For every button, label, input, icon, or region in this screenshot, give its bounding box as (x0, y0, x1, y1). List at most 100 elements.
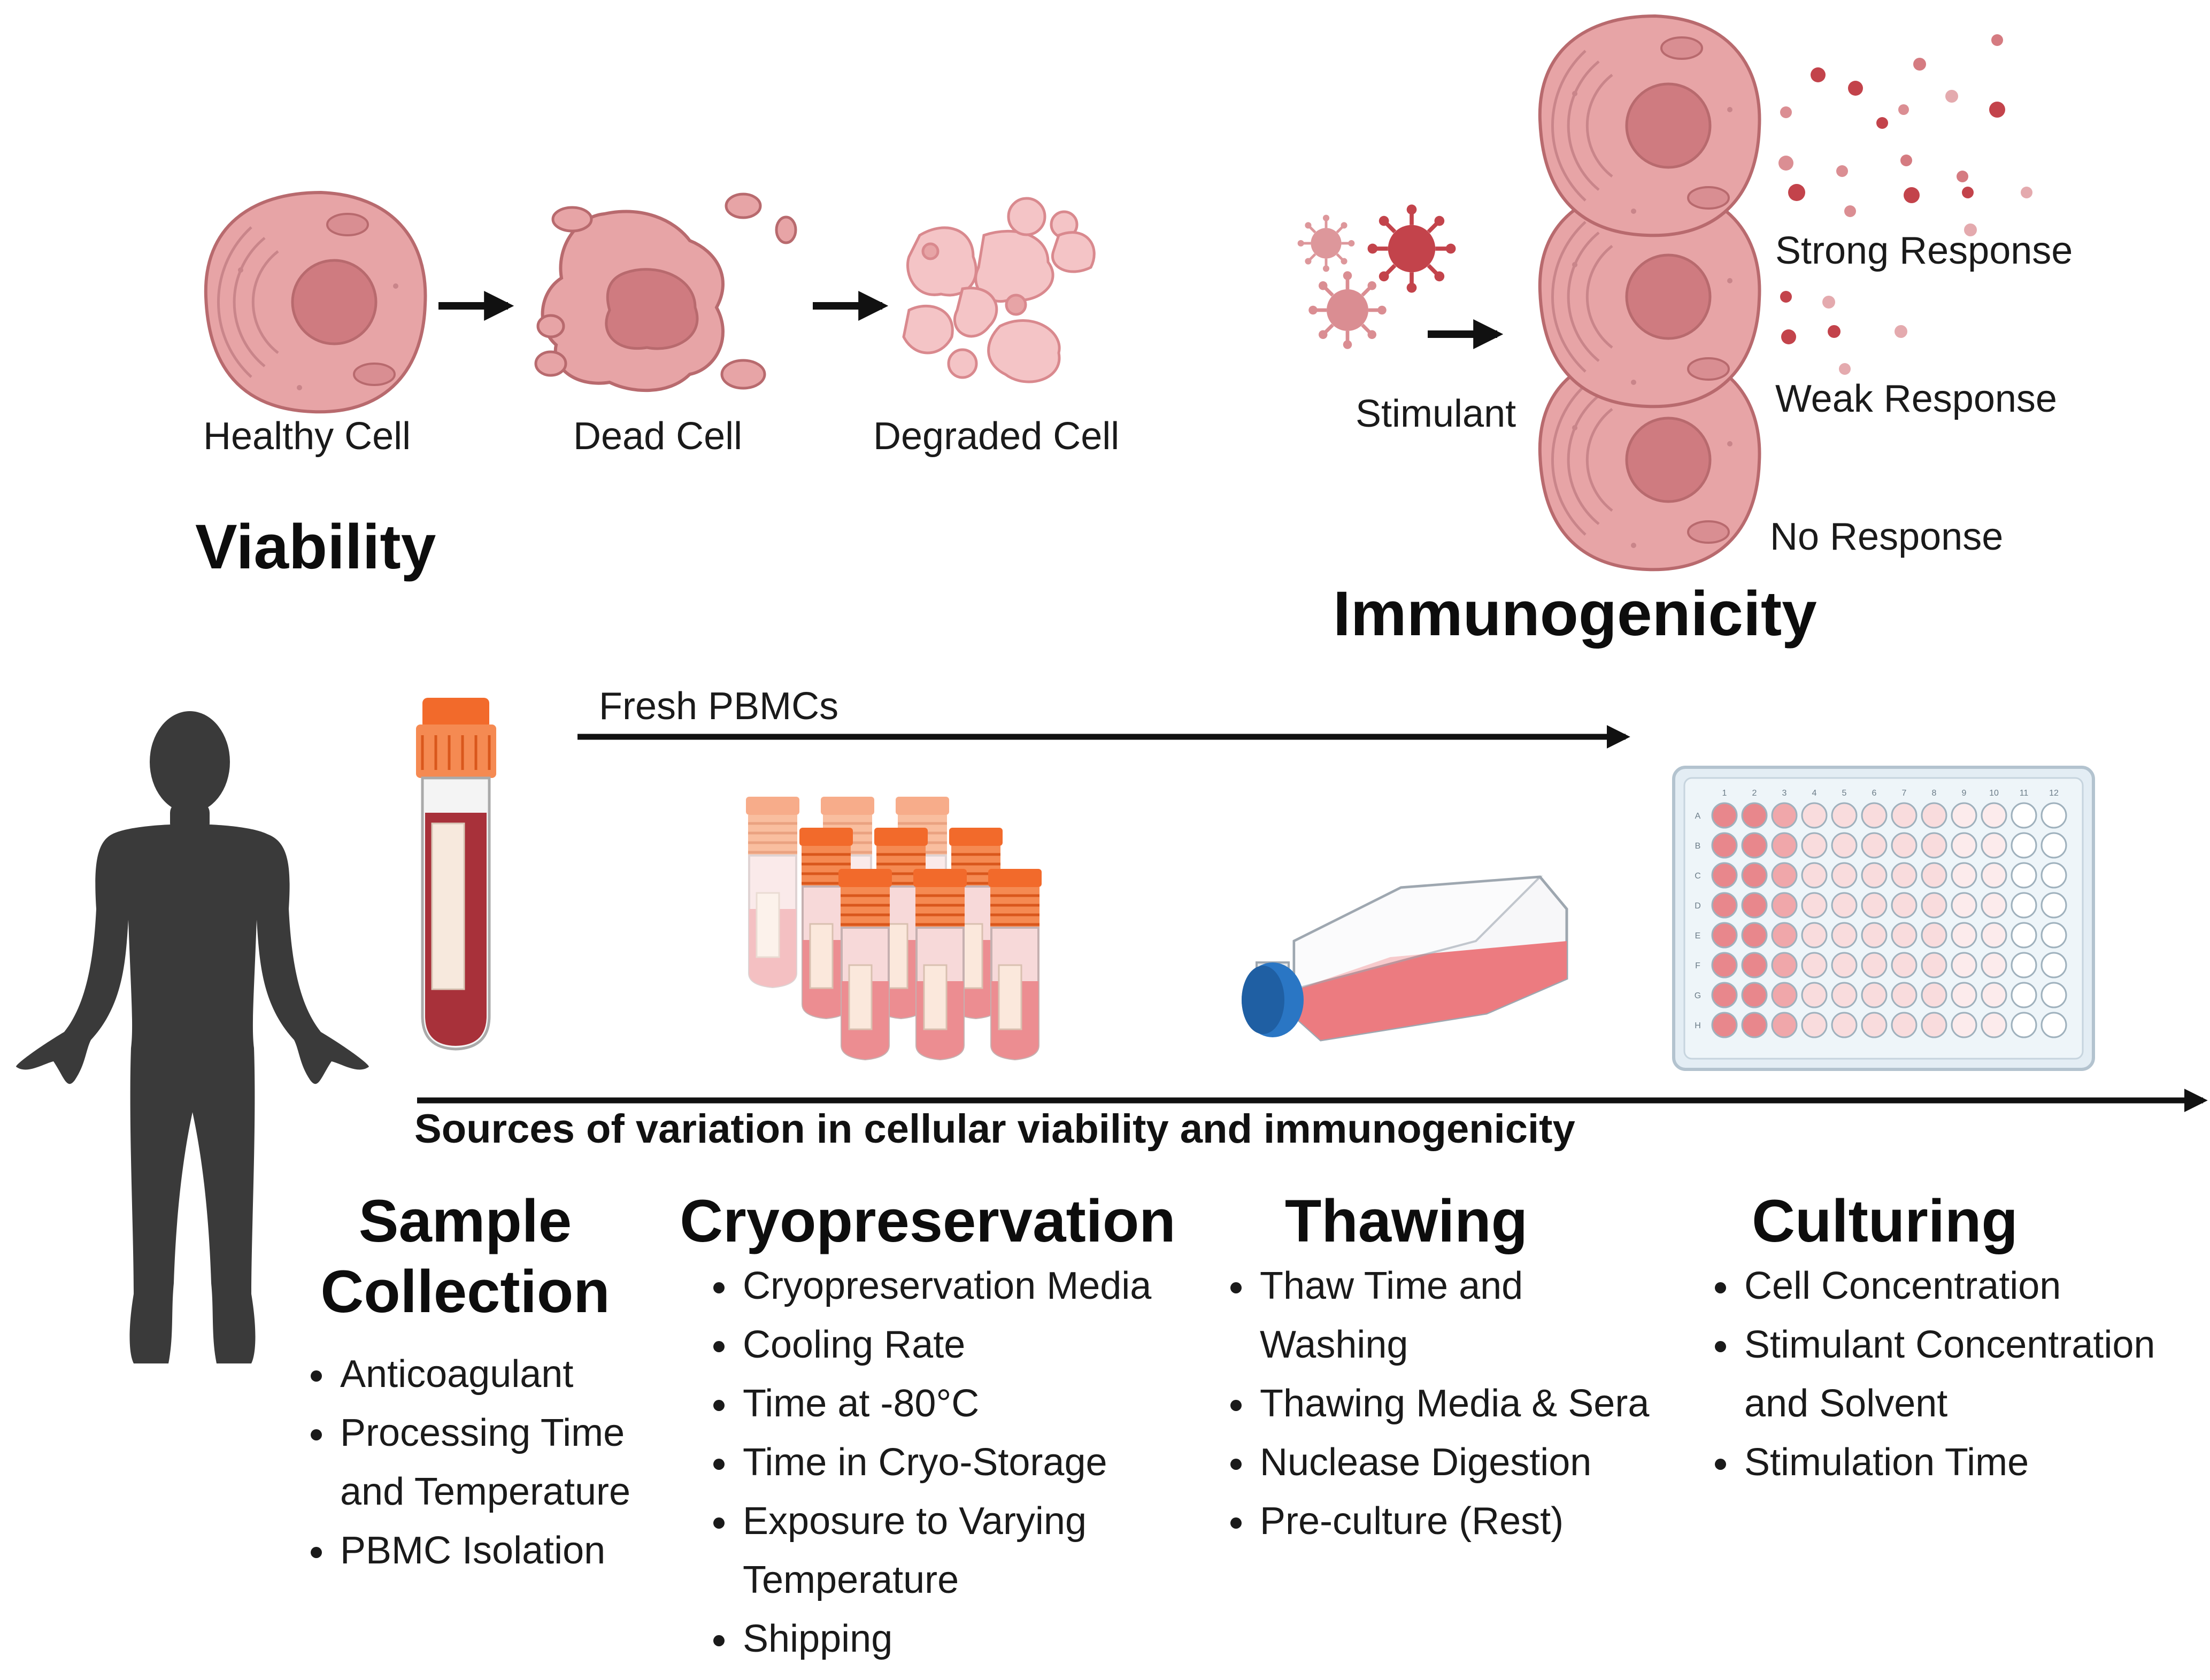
plate-well (2040, 982, 2067, 1008)
plate-well (1801, 862, 1828, 889)
plate-well (1711, 892, 1738, 919)
plate-column-label: 3 (1782, 789, 1787, 798)
plate-well (1861, 1012, 1888, 1038)
plate-well (1921, 862, 1947, 889)
plate-well (1951, 952, 1977, 978)
plate-well (2040, 892, 2067, 919)
strong-response-cytokines (1778, 34, 2032, 236)
plate-well (1831, 802, 1858, 829)
plate-well (1921, 892, 1947, 919)
plate-well (1951, 832, 1977, 859)
label-dead-cell: Dead Cell (573, 415, 743, 458)
plate-well (1801, 892, 1828, 919)
plate-well (1741, 862, 1768, 889)
plate-well (1801, 982, 1828, 1008)
plate-well (1711, 862, 1738, 889)
plate-well (2011, 982, 2037, 1008)
plate-well (1921, 922, 1947, 949)
plate-column-label: 5 (1842, 789, 1847, 798)
plate-column-label: 10 (1989, 789, 1999, 798)
plate-well (1771, 982, 1798, 1008)
plate-well (1921, 832, 1947, 859)
bullet-item: Processing Time and Temperature (337, 1404, 672, 1521)
section-title-sample-collection: Sample Collection (320, 1188, 610, 1325)
bullet-item: Nuclease Digestion (1257, 1433, 1649, 1492)
plate-well (1801, 802, 1828, 829)
plate-column-label: 9 (1962, 789, 1967, 798)
dead-cell-illustration (534, 192, 797, 392)
plate-well (1951, 982, 1977, 1008)
blood-tube-illustration (416, 698, 496, 1051)
label-fresh-pbmcs: Fresh PBMCs (599, 685, 839, 728)
plate-well (1951, 922, 1977, 949)
plate-well (1711, 922, 1738, 949)
plate-well (1831, 832, 1858, 859)
plate-well (1981, 952, 2007, 978)
plate-column-label: 1 (1722, 789, 1727, 798)
cryovial-rack-illustration (746, 797, 1042, 1059)
bullet-item: Thaw Time and Washing (1257, 1257, 1559, 1374)
plate-well (1711, 1012, 1738, 1038)
plate-well (1801, 952, 1828, 978)
bullet-item: Cell Concentration (1741, 1257, 2204, 1315)
label-no-response: No Response (1770, 515, 2004, 558)
plate-well (1981, 982, 2007, 1008)
bullet-item: Cooling Rate (740, 1315, 1151, 1374)
plate-well (1951, 892, 1977, 919)
plate-well (1921, 952, 1947, 978)
response-cell-strong (1540, 16, 1760, 235)
plate-well (1771, 802, 1798, 829)
plate-well (2040, 832, 2067, 859)
plate-well (1741, 892, 1768, 919)
healthy-cell-illustration (206, 192, 426, 412)
plate-well (2040, 802, 2067, 829)
plate-row-label: E (1695, 931, 1701, 941)
plate-well (1951, 802, 1977, 829)
plate-well (1891, 922, 1918, 949)
plate-well (1831, 952, 1858, 978)
label-stimulant: Stimulant (1356, 392, 1516, 435)
plate-well (2040, 1012, 2067, 1038)
bullet-item: Thawing Media & Sera (1257, 1374, 1649, 1433)
plate-well (1831, 892, 1858, 919)
plate-well (1861, 802, 1888, 829)
plate-well (1891, 892, 1918, 919)
plate-column-label: 2 (1752, 789, 1757, 798)
plate-well (2011, 892, 2037, 919)
plate-well (1831, 922, 1858, 949)
bullet-item: Pre-culture (Rest) (1257, 1492, 1649, 1551)
plate-well (1981, 892, 2007, 919)
plate-well (1861, 922, 1888, 949)
plate-well (1981, 922, 2007, 949)
plate-well (1891, 802, 1918, 829)
degraded-cell-illustration (902, 197, 1096, 383)
plate-well (1861, 892, 1888, 919)
plate-well (1741, 922, 1768, 949)
label-degraded-cell: Degraded Cell (873, 415, 1120, 458)
section-list-cryopreservation: Cryopreservation Media Cooling Rate Time… (692, 1257, 1151, 1668)
plate-well (2040, 862, 2067, 889)
plate-well (1921, 1012, 1947, 1038)
plate-well (1741, 1012, 1768, 1038)
plate-well (1741, 832, 1768, 859)
plate-well (2040, 952, 2067, 978)
plate-well (1711, 982, 1738, 1008)
bullet-item: Exposure to Varying Temperature (740, 1492, 1128, 1609)
section-title-cryopreservation: Cryopreservation (680, 1188, 1176, 1254)
plate-well (1771, 862, 1798, 889)
plate-well (1711, 832, 1738, 859)
stimulant-viruses (1298, 205, 1456, 349)
plate-well (1981, 1012, 2007, 1038)
plate-well (2040, 922, 2067, 949)
plate-row-label: B (1695, 842, 1701, 851)
plate-well (1771, 1012, 1798, 1038)
plate-row-label: G (1695, 991, 1701, 1000)
plate-well (1831, 982, 1858, 1008)
human-silhouette (16, 711, 369, 1363)
plate-well (1891, 952, 1918, 978)
plate-well (1891, 1012, 1918, 1038)
plate-column-label: 6 (1872, 789, 1877, 798)
plate-well (1831, 862, 1858, 889)
plate-well (1771, 952, 1798, 978)
